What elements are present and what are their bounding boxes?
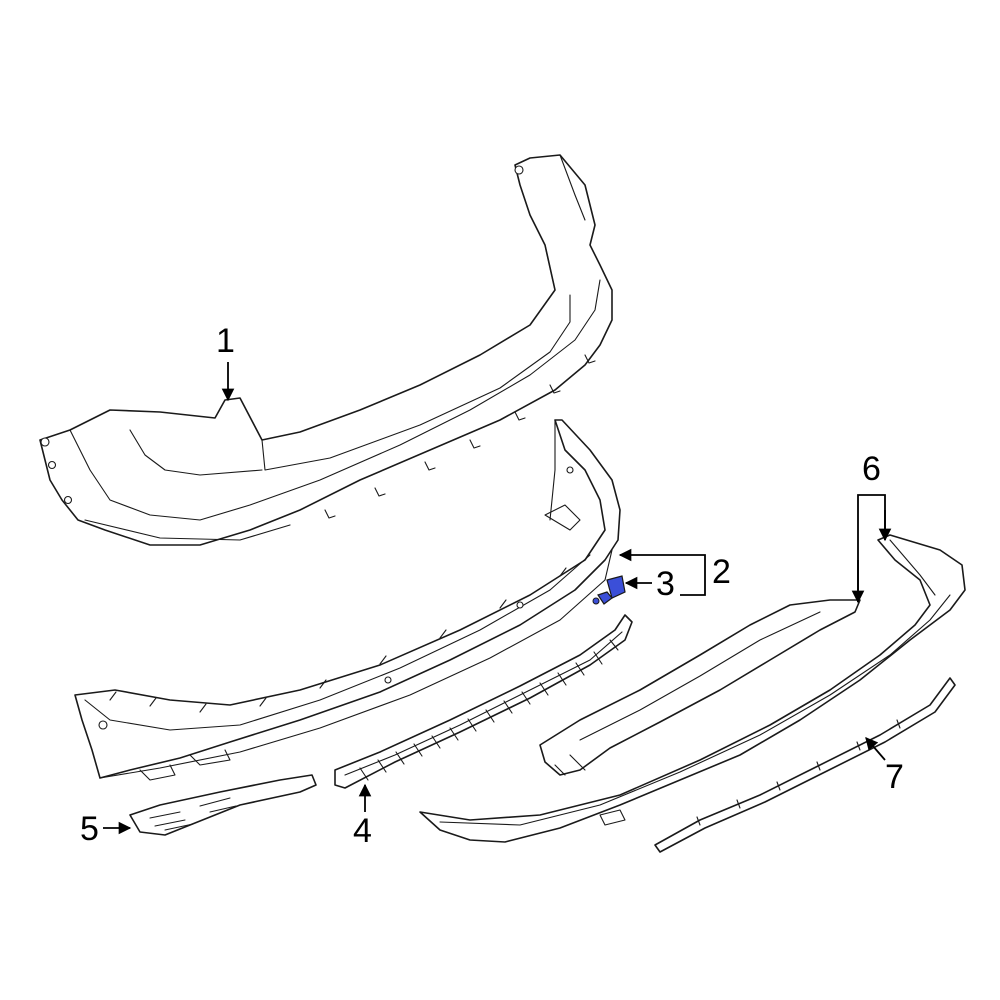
leader-7	[865, 737, 886, 761]
bracket-2	[698, 554, 706, 596]
part-2-lower-cover[interactable]	[74, 419, 621, 781]
callout-4: 4	[353, 812, 372, 850]
bracket-6	[857, 494, 886, 602]
part-7-trim-strip[interactable]	[654, 677, 956, 853]
callout-6: 6	[862, 450, 881, 488]
part-3-sensor-bracket[interactable]	[592, 575, 626, 605]
callout-2: 2	[712, 553, 731, 591]
callout-1: 1	[216, 322, 235, 360]
part-5-trim-piece[interactable]	[129, 774, 317, 836]
callout-5: 5	[80, 810, 99, 848]
callout-3: 3	[656, 565, 675, 603]
part-1-bumper-cover[interactable]	[39, 154, 613, 546]
part-4-reinforcement[interactable]	[334, 614, 633, 789]
part-6-diffuser[interactable]	[419, 534, 966, 843]
callout-7: 7	[885, 758, 904, 796]
leader-lines	[103, 362, 892, 835]
